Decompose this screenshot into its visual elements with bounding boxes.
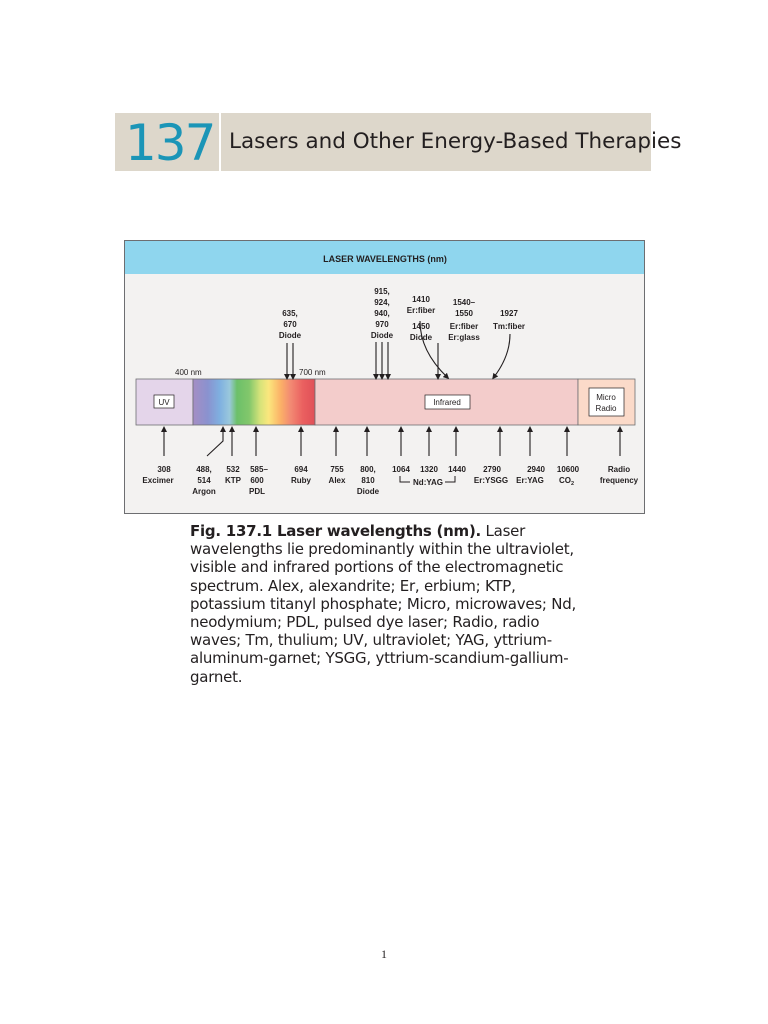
micro-label: Micro	[596, 393, 616, 402]
edge-700-label: 700 nm	[299, 368, 326, 377]
label-694-l1: 694	[294, 465, 308, 474]
chapter-number: 137	[125, 114, 216, 172]
figure-caption: Fig. 137.1 Laser wavelengths (nm). Laser…	[190, 522, 590, 686]
infrared-label: Infrared	[433, 398, 461, 407]
micro-radio-label-box	[588, 387, 625, 417]
label-1540-l1: 1540–	[453, 298, 476, 307]
label-2790-l1: 2790	[483, 465, 501, 474]
label-755-l1: 755	[330, 465, 344, 474]
caption-lead: Fig. 137.1 Laser wavelengths (nm).	[190, 522, 481, 540]
label-915-l5: Diode	[371, 331, 394, 340]
label-915-l1: 915,	[374, 287, 390, 296]
caption-body: Laser wavelengths lie predominantly with…	[190, 522, 576, 686]
label-635-670-l1: 635,	[282, 309, 298, 318]
label-2790-l2: Er:YSGG	[474, 476, 508, 485]
label-1440: 1440	[448, 465, 466, 474]
ndyag-label: Nd:YAG	[413, 478, 443, 487]
label-585-l1: 585–	[250, 465, 268, 474]
page-number: 1	[381, 947, 387, 961]
visible-band	[192, 378, 316, 426]
label-308-l1: 308	[157, 465, 171, 474]
infrared-label-box	[424, 394, 471, 410]
label-915-l4: 970	[375, 320, 389, 329]
uv-label-box	[153, 394, 175, 409]
label-1410-l2: Er:fiber	[407, 306, 435, 315]
label-915-l2: 924,	[374, 298, 390, 307]
label-532-l2: KTP	[225, 476, 242, 485]
label-1927-l1: 1927	[500, 309, 518, 318]
label-1064: 1064	[392, 465, 410, 474]
label-488-l2: 514	[197, 476, 211, 485]
label-1927-l2: Tm:fiber	[493, 322, 525, 331]
label-694-l2: Ruby	[291, 476, 312, 485]
uv-label: UV	[158, 398, 170, 407]
label-10600: 10600	[557, 465, 580, 474]
label-1450-l2: Diode	[410, 333, 433, 342]
label-800-l1: 800,	[360, 465, 376, 474]
label-2940-l2: Er:YAG	[516, 476, 544, 485]
edge-400-label: 400 nm	[175, 368, 202, 377]
label-488-l3: Argon	[192, 487, 216, 496]
label-1540-l4: Er:glass	[448, 333, 480, 342]
ndyag-bracket	[399, 476, 456, 483]
header-divider	[219, 113, 221, 171]
top-labels: 635, 670 Diode 915, 924, 940, 970 Diode …	[279, 287, 525, 342]
label-915-l3: 940,	[374, 309, 390, 318]
wavelength-diagram: LASER WAVELENGTHS (nm) UV Infrared Micro…	[125, 241, 644, 496]
label-radio-l1: Radio	[608, 465, 630, 474]
figure-banner-title: LASER WAVELENGTHS (nm)	[323, 254, 447, 264]
label-800-l3: Diode	[357, 487, 380, 496]
bottom-labels: 308 Excimer 488, 514 Argon 532 KTP 585– …	[142, 465, 638, 496]
figure-banner	[125, 241, 644, 274]
label-488-l1: 488,	[196, 465, 212, 474]
label-755-l2: Alex	[329, 476, 346, 485]
label-308-l2: Excimer	[142, 476, 173, 485]
laser-wavelength-figure: LASER WAVELENGTHS (nm) UV Infrared Micro…	[124, 240, 645, 514]
chapter-title: Lasers and Other Energy-Based Therapies	[229, 129, 682, 154]
label-1540-l2: 1550	[455, 309, 473, 318]
label-532-l1: 532	[226, 465, 240, 474]
label-1410-l1: 1410	[412, 295, 430, 304]
co2-label: CO2	[559, 476, 574, 487]
label-2940-l1: 2940	[527, 465, 545, 474]
bottom-arrows	[161, 426, 623, 457]
radio-label: Radio	[596, 404, 617, 413]
label-1540-l3: Er:fiber	[450, 322, 478, 331]
label-radio-l2: frequency	[600, 476, 639, 485]
label-1320: 1320	[420, 465, 438, 474]
label-800-l2: 810	[361, 476, 375, 485]
label-635-670-l3: Diode	[279, 331, 302, 340]
top-arrows	[284, 320, 511, 380]
label-585-l2: 600	[250, 476, 264, 485]
chapter-header: 137 Lasers and Other Energy-Based Therap…	[115, 113, 681, 172]
label-1450-l1: 1450	[412, 322, 430, 331]
label-585-l3: PDL	[249, 487, 265, 496]
label-635-670-l2: 670	[283, 320, 297, 329]
